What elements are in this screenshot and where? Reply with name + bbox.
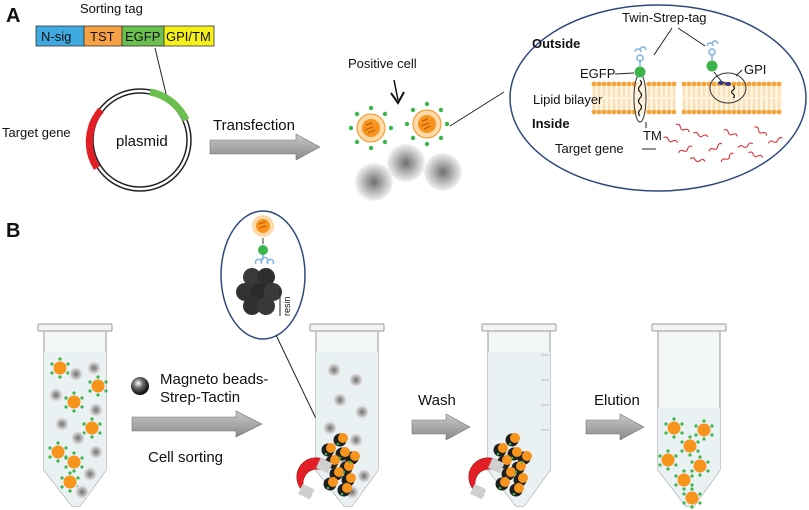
outside-label: Outside	[532, 36, 580, 51]
tag-label-egfp: EGFP	[125, 29, 160, 44]
inside-label: Inside	[532, 116, 570, 131]
untagged-cell	[87, 361, 101, 375]
tag-gene-segment	[149, 88, 190, 122]
tag-label-tst: TST	[90, 29, 115, 44]
inset-egfp-icon	[258, 245, 268, 255]
plasmid-label: plasmid	[116, 133, 168, 150]
positive-cell	[348, 105, 394, 151]
inset-positive-cell	[252, 215, 274, 237]
resin-label: resin	[282, 296, 292, 316]
sorting-tag-title: Sorting tag	[80, 1, 143, 16]
wash-arrow	[411, 413, 471, 441]
zoom-line	[449, 91, 505, 127]
untagged-cell	[89, 445, 103, 459]
sorting-tag-bar: N-sig TST EGFP GPI/TM	[35, 25, 215, 47]
untagged-cell	[355, 405, 369, 419]
untagged-cell	[75, 485, 89, 499]
beads-label-line1: Magneto beads-	[160, 371, 268, 388]
untagged-cell	[333, 393, 347, 407]
magnet-pole-2	[316, 457, 333, 474]
egfp-gpi-icon	[706, 60, 718, 72]
cell-group-a	[348, 101, 462, 201]
panel-a-label: A	[6, 5, 20, 27]
cell-sorting-label: Cell sorting	[148, 449, 223, 466]
captured-cell-cluster	[321, 433, 360, 497]
strep-tag-tm-icon	[634, 46, 647, 66]
plasmid	[85, 88, 192, 192]
untagged-cell	[357, 469, 371, 483]
tag-label-gpitm: GPI/TM	[166, 29, 211, 44]
inset-strep-tag-icon	[254, 255, 275, 265]
cell-sorting-arrow	[131, 410, 263, 438]
lipid-bilayer-label: Lipid bilayer	[533, 92, 603, 107]
positive-cell-arrow	[393, 79, 399, 101]
target-gene-transcripts	[663, 123, 783, 163]
untagged-cell	[349, 373, 363, 387]
elution-label: Elution	[594, 392, 640, 409]
untagged-cell	[349, 433, 363, 447]
negative-cell	[355, 163, 393, 201]
untagged-cell	[69, 367, 83, 381]
positive-cell-label: Positive cell	[348, 56, 417, 71]
magnet-pole-1	[298, 483, 315, 500]
transfection-label: Transfection	[213, 117, 295, 134]
panel-b-label: B	[6, 220, 20, 242]
untagged-cell	[49, 388, 63, 402]
untagged-cell	[55, 417, 69, 431]
negative-cell	[424, 153, 462, 191]
positive-cell-arrowhead	[390, 91, 405, 105]
beads-label-line2: Strep-Tactin	[160, 389, 240, 406]
wash-label: Wash	[418, 392, 456, 409]
transfection-arrow	[209, 133, 321, 161]
untagged-cell	[89, 403, 103, 417]
gpi-outline	[709, 72, 747, 104]
tm-helix	[637, 79, 643, 117]
strep-tactin-resin	[236, 268, 282, 315]
tag-segment-gpitm	[163, 25, 215, 47]
target-gene-segment	[85, 107, 104, 170]
untagged-cell	[83, 467, 97, 481]
twin-strep-label: Twin-Strep-tag	[622, 10, 707, 25]
tag-pointer-line	[154, 47, 169, 103]
target-gene-label: Target gene	[2, 125, 71, 140]
strep-tag-gpi-icon	[706, 40, 719, 60]
untagged-cell	[327, 363, 341, 377]
untagged-cell	[323, 421, 337, 435]
negative-cell	[387, 144, 425, 182]
untagged-cell	[71, 431, 85, 445]
tag-label-nsig: N-sig	[41, 29, 71, 44]
magnetic-bead-icon	[131, 377, 149, 395]
elution-arrow	[585, 413, 645, 441]
egfp-tm-icon	[634, 66, 646, 78]
tm-label: TM	[643, 128, 662, 143]
gpi-label: GPI	[744, 62, 766, 77]
lipid-bilayer	[591, 81, 782, 115]
target-gene-detail-label: Target gene	[555, 141, 624, 156]
egfp-label: EGFP	[580, 66, 615, 81]
positive-cell	[404, 101, 450, 147]
